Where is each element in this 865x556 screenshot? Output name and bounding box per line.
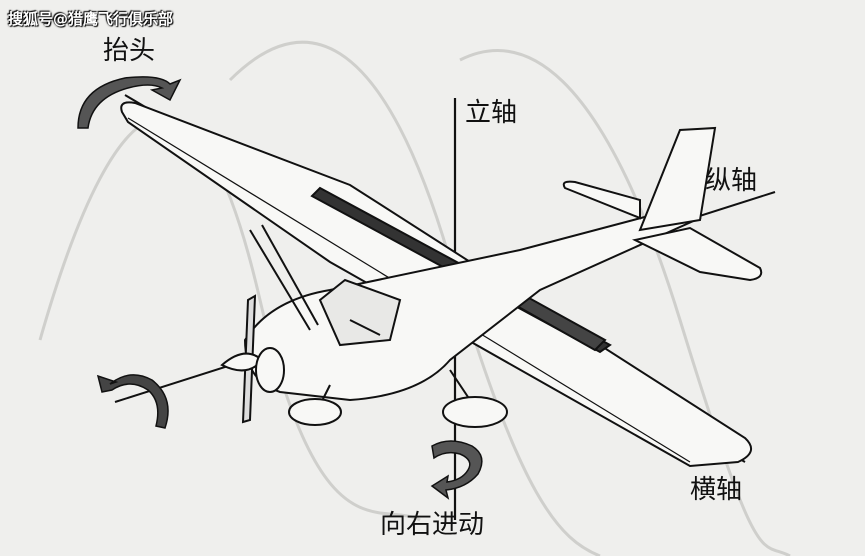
propeller [220,294,285,424]
vertical-axis-label: 立轴 [465,98,518,128]
yaw-label: 向右进动 [380,510,485,540]
landing-gear [249,224,508,428]
lateral-axis-label: 横轴 [690,475,743,505]
roll-arrow-icon [96,374,169,429]
tail [562,126,763,282]
watermark: 搜狐号@猎鹰飞行俱乐部 [8,10,174,28]
pitch-arrow-icon [77,76,182,129]
pitch-label: 抬头 [103,36,156,66]
longitudinal-axis-label: 纵轴 [705,166,758,196]
yaw-arrow-icon [430,440,483,500]
